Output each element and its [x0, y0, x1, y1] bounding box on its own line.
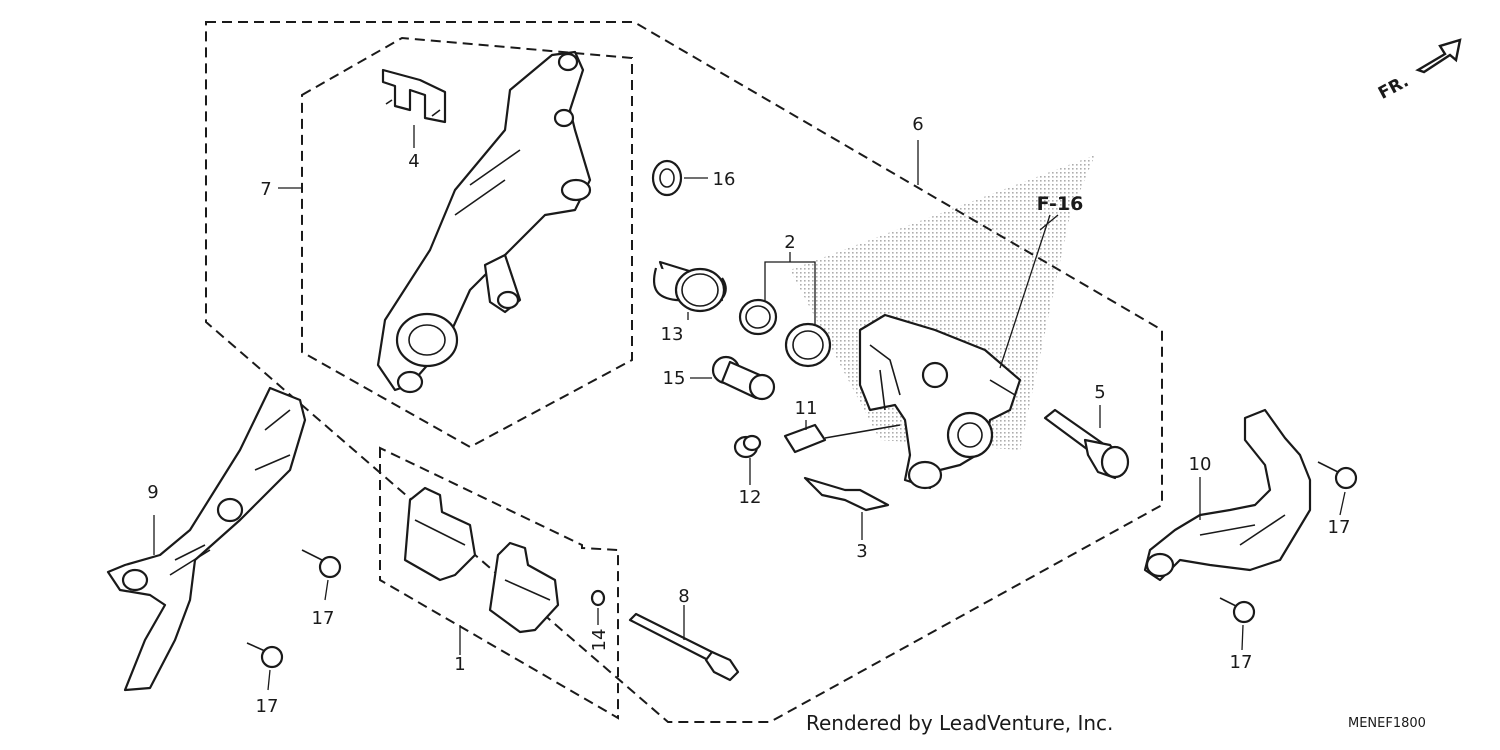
- callout-2: 2: [784, 232, 795, 253]
- caliper-body: [858, 313, 1022, 490]
- rubber-boot: [651, 159, 683, 197]
- callout-17-left-upper: 17: [312, 608, 335, 629]
- pad-set-outline-1: [379, 446, 619, 720]
- disc-guard: [106, 386, 307, 692]
- bracket-outline-7: [301, 36, 633, 449]
- piston-seals: [738, 298, 832, 368]
- bolt-left-lower: [246, 642, 284, 669]
- callout-13: 13: [661, 324, 684, 345]
- callout-5: 5: [1094, 382, 1105, 403]
- callout-11: 11: [795, 398, 818, 419]
- caliper-bracket: [376, 50, 592, 394]
- callout-3: 3: [856, 541, 867, 562]
- caliper-pin: [711, 355, 776, 401]
- leader-lines: [153, 125, 1346, 691]
- callout-4: 4: [408, 151, 419, 172]
- caliper-piston: [652, 260, 727, 313]
- caliper-guard: [1143, 408, 1312, 582]
- callout-10: 10: [1189, 454, 1212, 475]
- slide-pin: [1043, 408, 1130, 480]
- callout-17-left-lower: 17: [256, 696, 279, 717]
- bolt-left-upper: [301, 549, 342, 579]
- footer-credit: Rendered by LeadVenture, Inc.: [806, 711, 1114, 735]
- bolt-right-lower: [1219, 597, 1256, 624]
- callout-16: 16: [713, 169, 736, 190]
- callout-14: 14: [589, 629, 610, 652]
- pad-spring: [803, 476, 890, 512]
- callout-17-right-lower: 17: [1230, 652, 1253, 673]
- pad-clip: [381, 68, 447, 124]
- callout-15: 15: [663, 368, 686, 389]
- front-direction-arrow: [1415, 38, 1462, 74]
- callout-17-right-upper: 17: [1328, 517, 1351, 538]
- callout-9: 9: [147, 482, 158, 503]
- front-direction-label: FR.: [1375, 71, 1412, 103]
- callout-8: 8: [678, 586, 689, 607]
- washer: [590, 589, 606, 607]
- diagram-code: MENEF1800: [1348, 716, 1426, 731]
- bleed-cap: [733, 434, 762, 459]
- brake-pads: [403, 486, 560, 634]
- bolt-right-upper: [1317, 461, 1358, 490]
- callout-12: 12: [739, 487, 762, 508]
- bleed-valve: [783, 423, 901, 454]
- reference-label-f16: F-16: [1037, 193, 1084, 215]
- callout-6: 6: [912, 114, 923, 135]
- pad-pin: [628, 612, 740, 682]
- callout-7: 7: [260, 179, 271, 200]
- assembly-outline-6: [205, 21, 1163, 723]
- callout-1: 1: [454, 654, 465, 675]
